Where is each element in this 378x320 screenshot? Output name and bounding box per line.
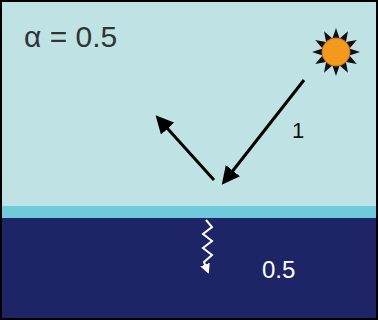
absorbed-amount: 0.5: [262, 258, 295, 282]
sun-disc: [322, 38, 350, 66]
reflected-radiation-arrow: [158, 118, 214, 180]
absorbed-radiation-arrow: [203, 220, 212, 272]
surface-band: [0, 206, 378, 218]
atmosphere-band: [0, 0, 378, 206]
ocean-band: [0, 218, 378, 320]
incoming-radiation-arrow: [224, 80, 304, 182]
incoming-amount: 1: [292, 120, 304, 142]
sun-rays: [312, 28, 360, 76]
albedo-value: α = 0.5: [24, 22, 117, 52]
